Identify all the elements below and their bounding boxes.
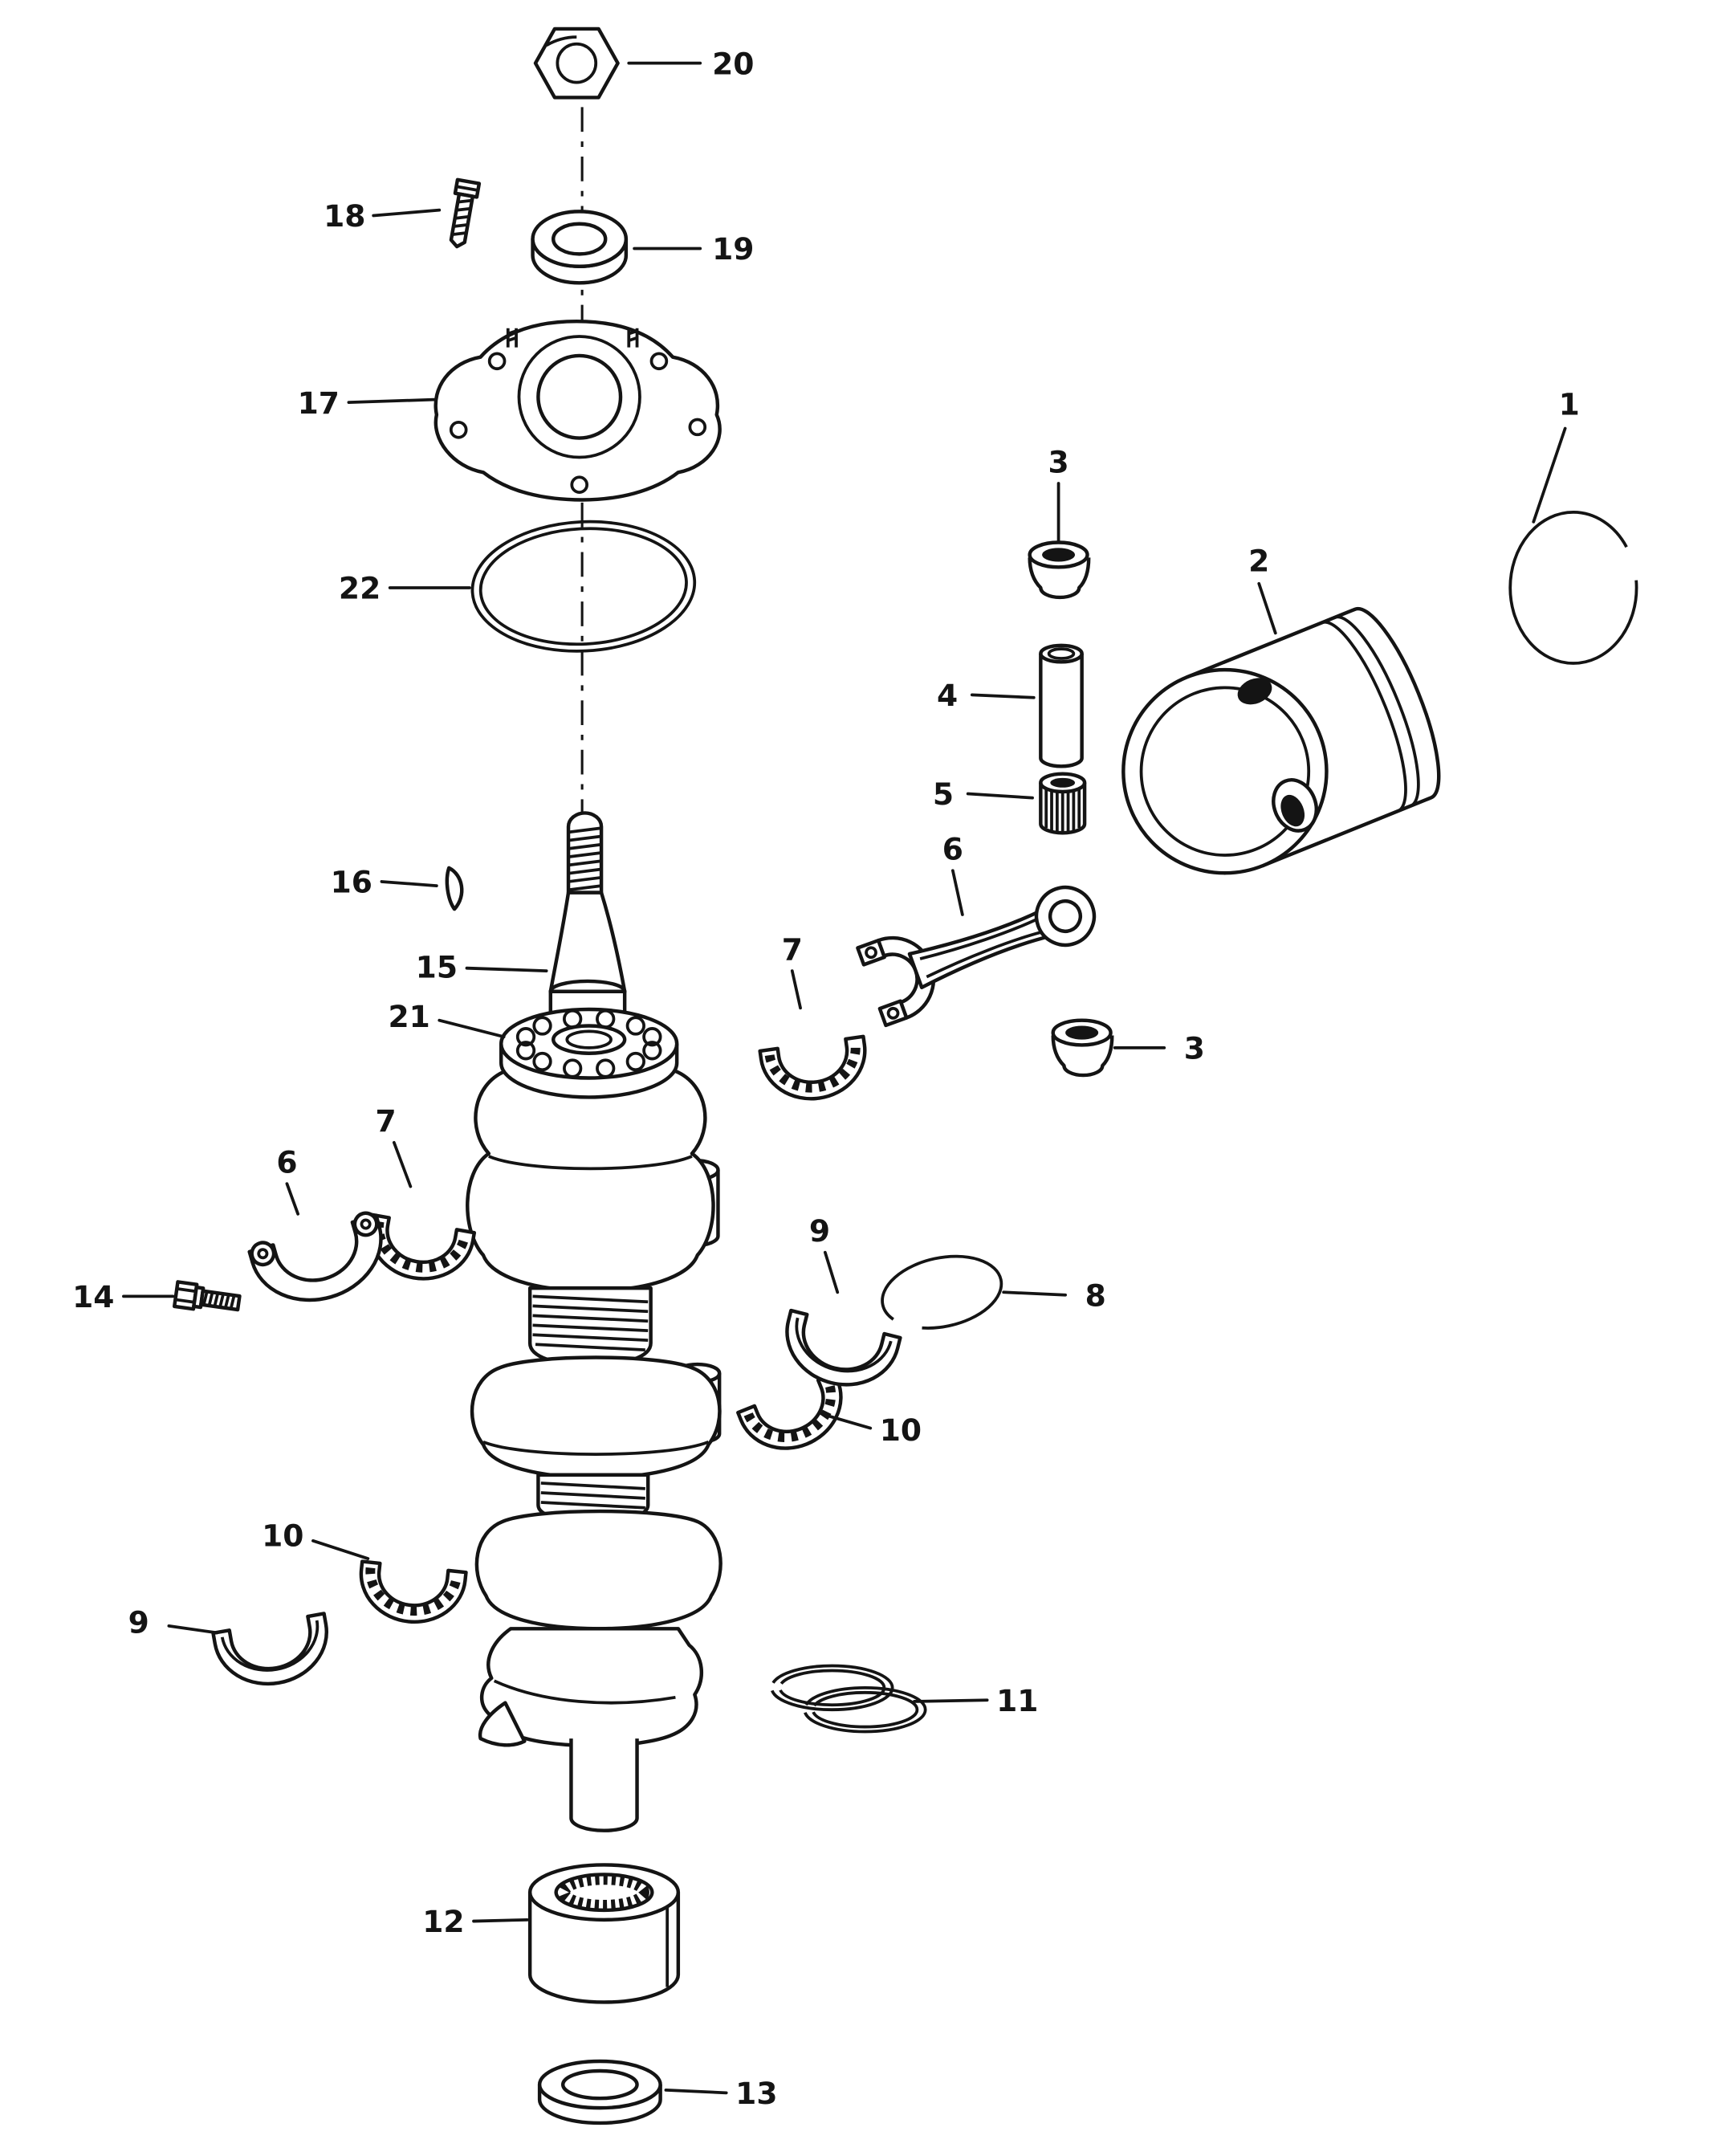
callout-label: 22 bbox=[339, 571, 381, 606]
rod-cap-part bbox=[247, 1211, 383, 1302]
callout-10-right: 10 bbox=[826, 1412, 922, 1448]
callout-label: 2 bbox=[1248, 543, 1269, 578]
connecting-rod-part bbox=[856, 885, 1097, 1028]
callout-22: 22 bbox=[339, 571, 471, 606]
callout-label: 6 bbox=[276, 1145, 297, 1180]
callout-label: 9 bbox=[128, 1604, 149, 1640]
callout-label: 9 bbox=[809, 1213, 830, 1249]
callout-6-rod: 6 bbox=[942, 832, 964, 916]
crankshaft-part bbox=[466, 811, 722, 1832]
callout-label: 10 bbox=[880, 1412, 922, 1448]
bearing-cage-part bbox=[1039, 772, 1087, 835]
callout-label: 14 bbox=[72, 1279, 114, 1314]
wrist-pin-part bbox=[1039, 643, 1084, 768]
callout-6-cap: 6 bbox=[276, 1145, 300, 1216]
screw-part bbox=[449, 177, 482, 249]
callout-label: 1 bbox=[1559, 386, 1580, 422]
callout-label: 15 bbox=[416, 950, 458, 985]
callout-18: 18 bbox=[324, 198, 442, 234]
pin-cap-upper-part bbox=[1030, 543, 1089, 597]
callout-3-lower: 3 bbox=[1113, 1031, 1205, 1066]
ball-bearing-part bbox=[515, 1009, 662, 1078]
rod-bearing-half-upper-part bbox=[760, 1037, 871, 1106]
piston-part bbox=[1121, 606, 1441, 875]
callout-label: 19 bbox=[712, 231, 754, 267]
callout-label: 3 bbox=[1184, 1031, 1205, 1066]
callout-11: 11 bbox=[913, 1683, 1038, 1718]
callout-label: 12 bbox=[422, 1904, 464, 1939]
callout-label: 21 bbox=[388, 999, 429, 1034]
callout-5: 5 bbox=[933, 776, 1034, 812]
callout-8: 8 bbox=[1002, 1278, 1106, 1313]
callout-16: 16 bbox=[331, 865, 438, 900]
callout-10-left: 10 bbox=[262, 1518, 370, 1560]
callout-14: 14 bbox=[72, 1279, 175, 1314]
callout-9-left: 9 bbox=[128, 1604, 219, 1640]
callout-label: 7 bbox=[375, 1103, 396, 1139]
hex-nut-part bbox=[533, 26, 620, 100]
o-ring-part bbox=[470, 520, 697, 653]
needle-bearing-part bbox=[527, 1863, 681, 2004]
callout-20: 20 bbox=[627, 46, 754, 81]
bearing-shell-right-part bbox=[776, 1310, 900, 1396]
callout-21: 21 bbox=[388, 999, 506, 1039]
callout-2: 2 bbox=[1248, 543, 1277, 635]
callout-9-right: 9 bbox=[809, 1213, 840, 1294]
callout-label: 10 bbox=[262, 1518, 303, 1554]
bolt-part bbox=[172, 1280, 242, 1312]
callout-label: 18 bbox=[324, 198, 365, 234]
callout-17: 17 bbox=[298, 385, 436, 421]
callout-label: 17 bbox=[298, 385, 340, 421]
half-moon-key-part bbox=[445, 866, 464, 911]
retaining-clip-part bbox=[1508, 511, 1638, 665]
callout-label: 3 bbox=[1048, 444, 1068, 479]
callout-label: 7 bbox=[782, 931, 803, 967]
end-cap-part bbox=[434, 319, 722, 502]
callout-label: 13 bbox=[735, 2076, 777, 2111]
callout-15: 15 bbox=[416, 950, 548, 985]
callout-19: 19 bbox=[633, 231, 754, 267]
bearing-shell-left-part bbox=[213, 1613, 334, 1692]
callout-1: 1 bbox=[1532, 386, 1580, 524]
callout-13: 13 bbox=[664, 2076, 778, 2111]
callout-4: 4 bbox=[937, 678, 1036, 713]
callout-label: 11 bbox=[996, 1683, 1038, 1718]
callout-label: 16 bbox=[331, 865, 372, 900]
pin-cap-lower-part bbox=[1053, 1021, 1113, 1075]
callout-7-left: 7 bbox=[375, 1103, 413, 1188]
callout-label: 20 bbox=[712, 46, 754, 81]
callout-label: 6 bbox=[942, 832, 963, 867]
callout-3-upper: 3 bbox=[1048, 444, 1069, 543]
sealing-rings-part bbox=[770, 1664, 927, 1734]
collar-part bbox=[531, 210, 629, 285]
callout-label: 8 bbox=[1085, 1278, 1106, 1313]
callout-label: 4 bbox=[937, 678, 958, 713]
callout-label: 5 bbox=[933, 776, 954, 812]
retaining-ring-part bbox=[881, 1254, 1003, 1330]
center-bearing-half-left-part bbox=[356, 1562, 466, 1628]
seal-ring-part bbox=[537, 2059, 662, 2125]
callout-7-upper: 7 bbox=[782, 931, 803, 1010]
callout-12: 12 bbox=[422, 1904, 529, 1939]
